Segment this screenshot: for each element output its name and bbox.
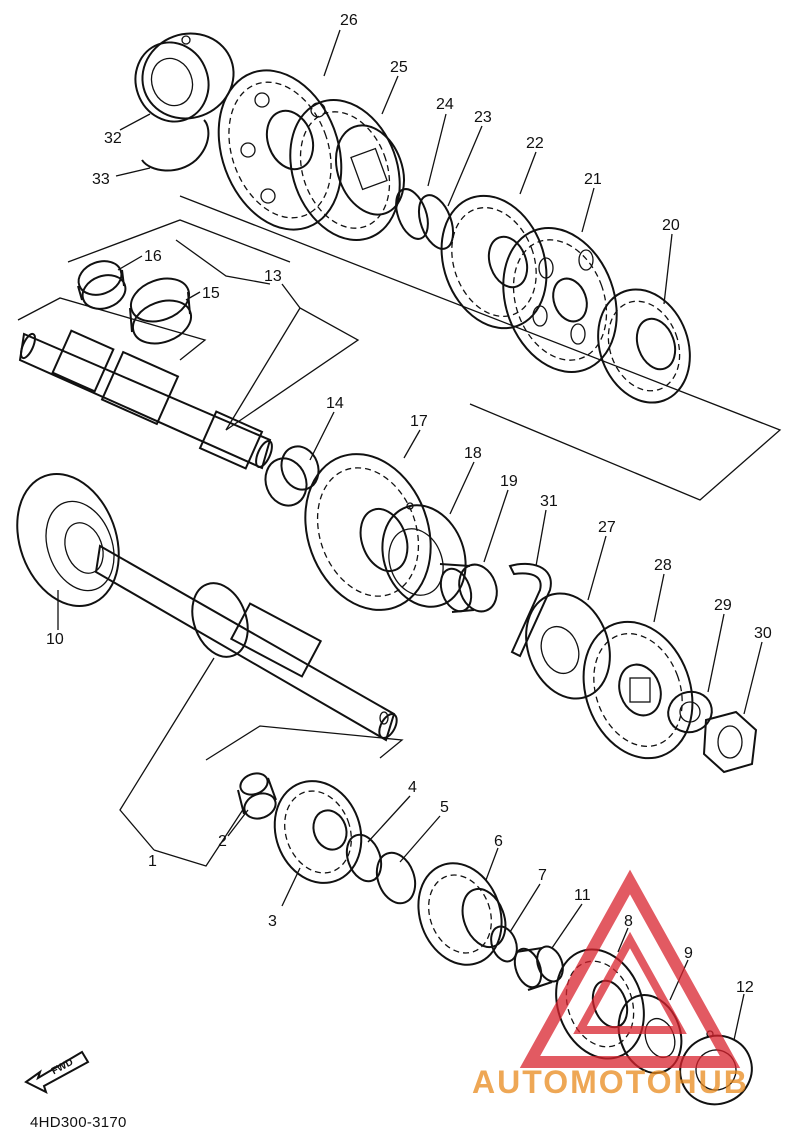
lock-washer-29 [667, 690, 713, 734]
callout-30: 30 [754, 625, 772, 642]
bushing-14 [264, 445, 320, 507]
circlip-33 [141, 119, 210, 172]
gear-21 [502, 227, 618, 373]
leader-lines [57, 29, 763, 1041]
callout-24: 24 [436, 96, 454, 113]
gear-26 [217, 69, 343, 231]
sprocket-28 [582, 620, 694, 760]
washer-5 [375, 851, 417, 905]
callout-8: 8 [624, 913, 633, 930]
gear-3 [273, 780, 363, 884]
watermark-logo [519, 869, 741, 1068]
gear-6 [417, 862, 507, 966]
callout-6: 6 [494, 833, 503, 850]
callout-11: 11 [574, 887, 591, 904]
callout-29: 29 [714, 597, 732, 614]
callout-9: 9 [684, 945, 693, 962]
callout-labels: 26 25 24 23 22 21 20 32 33 16 15 13 14 1… [46, 12, 772, 996]
circlip-24 [395, 188, 429, 240]
gear-25 [289, 99, 405, 241]
bushing-15 [129, 277, 193, 345]
callout-21: 21 [584, 171, 602, 188]
callout-13: 13 [264, 268, 282, 285]
group-box-upper-shaft [179, 195, 782, 501]
callout-25: 25 [390, 59, 408, 76]
nut-30 [702, 710, 758, 774]
callout-12: 12 [736, 979, 754, 996]
callout-22: 22 [526, 135, 544, 152]
fwd-arrow-icon: FWD [24, 1050, 90, 1094]
callout-17: 17 [410, 413, 428, 430]
gear-22 [440, 194, 548, 330]
callout-27: 27 [598, 519, 616, 536]
gear-20 [597, 288, 691, 404]
collar-11 [513, 945, 564, 991]
bushing-2 [237, 772, 277, 820]
main-axle-13 [18, 329, 273, 470]
callout-18: 18 [464, 445, 482, 462]
fwd-label: FWD [50, 1057, 75, 1077]
bushing-16 [77, 260, 127, 310]
circlip-4 [345, 833, 383, 883]
group-box-bushing-15 [17, 297, 207, 361]
diagram-code: 4HD300-3170 [30, 1114, 127, 1131]
callout-7: 7 [538, 867, 547, 884]
collar-19 [439, 563, 498, 613]
group-box-bushing-2 [205, 725, 404, 761]
callout-23: 23 [474, 109, 492, 126]
washer-7 [490, 925, 518, 963]
callout-28: 28 [654, 557, 672, 574]
bearing-18 [381, 502, 467, 608]
callout-15: 15 [202, 285, 220, 302]
callout-5: 5 [440, 799, 449, 816]
callout-2: 2 [218, 833, 227, 850]
plate-31 [508, 562, 552, 658]
watermark-text: AUTOMOTOHUB [472, 1064, 749, 1100]
bearing-32 [134, 32, 235, 123]
callout-3: 3 [268, 913, 277, 930]
bearing-10 [16, 473, 120, 607]
callout-32: 32 [104, 130, 122, 147]
callout-19: 19 [500, 473, 518, 490]
callout-33: 33 [92, 171, 110, 188]
group-box-bushings [67, 219, 291, 263]
callout-20: 20 [662, 217, 680, 234]
drive-axle-1 [94, 544, 398, 742]
callout-4: 4 [408, 779, 417, 796]
gear-17 [304, 453, 432, 611]
washer-27 [525, 592, 611, 700]
callout-26: 26 [340, 12, 358, 29]
callout-10: 10 [46, 631, 64, 648]
callout-1: 1 [148, 853, 157, 870]
callout-14: 14 [326, 395, 344, 412]
callout-31: 31 [540, 493, 558, 510]
callout-16: 16 [144, 248, 162, 265]
